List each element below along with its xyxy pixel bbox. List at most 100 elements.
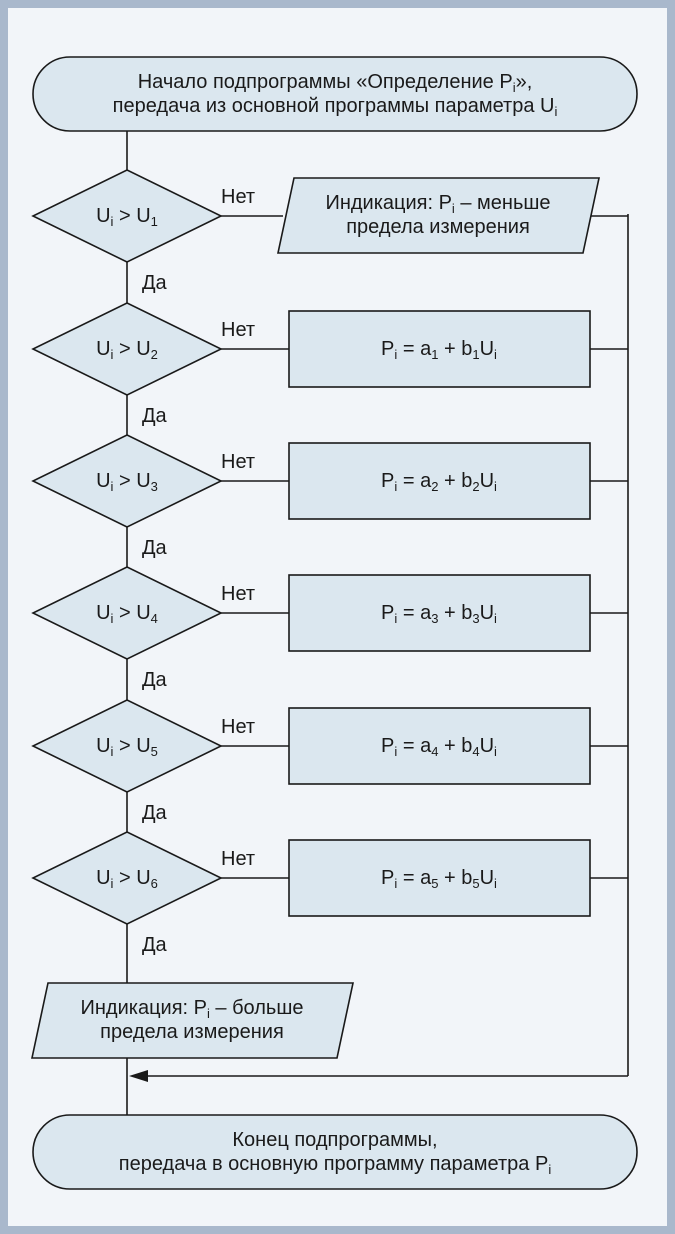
decision-rhs-sub: 2 bbox=[150, 347, 158, 362]
formula-u-sub: i bbox=[494, 347, 497, 362]
no-label: Нет bbox=[221, 715, 255, 739]
decision-rhs-sub: 5 bbox=[150, 744, 158, 759]
formula-a-sub: 1 bbox=[431, 347, 439, 362]
indication-low-line-2: предела измерения bbox=[325, 215, 550, 239]
decision-rhs-sub: 4 bbox=[150, 611, 158, 626]
formula-u: U bbox=[479, 470, 495, 492]
start-terminal-text: Начало подпрограммы «Определение Pi»,пер… bbox=[113, 70, 558, 118]
indication-low-parallelogram bbox=[277, 177, 600, 254]
decision-lhs: U bbox=[96, 735, 111, 757]
indication-text: – больше bbox=[209, 997, 304, 1019]
indication-sub: i bbox=[206, 1006, 210, 1021]
formula-u-sub: i bbox=[494, 876, 497, 891]
formula-u-sub: i bbox=[494, 611, 497, 626]
start-terminal bbox=[32, 56, 638, 132]
formula-a-sub: 5 bbox=[431, 876, 439, 891]
formula-u: U bbox=[479, 867, 495, 889]
formula-eq: = a bbox=[397, 735, 432, 757]
formula-p-sub: i bbox=[394, 876, 398, 891]
end-line-2: передача в основную программу параметра … bbox=[119, 1152, 551, 1176]
decision-lhs-sub: i bbox=[110, 214, 114, 229]
formula-text: Pi = a5 + b5Ui bbox=[381, 866, 497, 890]
decision-lhs-sub: i bbox=[110, 611, 114, 626]
formula-p-sub: i bbox=[394, 744, 398, 759]
indication-text: предела измерения bbox=[100, 1021, 284, 1043]
no-text: Нет bbox=[221, 186, 256, 208]
formula-b-sub: 1 bbox=[472, 347, 480, 362]
end-text: Конец подпрограммы, bbox=[232, 1129, 438, 1151]
decision-text: Ui > U4 bbox=[96, 601, 158, 625]
formula-u: U bbox=[479, 602, 495, 624]
decision-lhs-sub: i bbox=[110, 876, 114, 891]
decision-lhs-sub: i bbox=[110, 479, 114, 494]
start-text: передача из основной программы параметра… bbox=[112, 95, 555, 117]
formula-box bbox=[288, 839, 591, 917]
decision-op: > bbox=[113, 338, 137, 360]
decision-rhs: U bbox=[136, 735, 151, 757]
no-label: Нет bbox=[221, 582, 255, 606]
formula-a-sub: 4 bbox=[431, 744, 439, 759]
formula-box bbox=[288, 442, 591, 520]
formula-u-sub: i bbox=[494, 479, 497, 494]
formula-p: P bbox=[381, 338, 395, 360]
formula-p: P bbox=[381, 602, 395, 624]
formula-eq: = a bbox=[397, 338, 432, 360]
end-terminal-text: Конец подпрограммы,передача в основную п… bbox=[119, 1128, 551, 1176]
formula-b-sub: 5 bbox=[472, 876, 480, 891]
indication-high-line-1: Индикация: Pi – больше bbox=[80, 996, 303, 1020]
decision-text: Ui > U3 bbox=[96, 469, 158, 493]
formula-eq: = a bbox=[397, 470, 432, 492]
decision-lhs-sub: i bbox=[110, 744, 114, 759]
formula-plus: + b bbox=[438, 735, 473, 757]
yes-label: Да bbox=[142, 801, 167, 825]
decision-op: > bbox=[113, 470, 137, 492]
decision-rhs: U bbox=[136, 867, 151, 889]
decision-rhs-sub: 1 bbox=[150, 214, 158, 229]
yes-label: Да bbox=[142, 404, 167, 428]
formula-p: P bbox=[381, 867, 395, 889]
no-text: Нет bbox=[221, 319, 256, 341]
yes-label: Да bbox=[142, 271, 167, 295]
decision-rhs-sub: 3 bbox=[150, 479, 158, 494]
decision-rhs: U bbox=[136, 602, 151, 624]
formula-u: U bbox=[479, 735, 495, 757]
no-label: Нет bbox=[221, 185, 255, 209]
formula-plus: + b bbox=[438, 602, 473, 624]
yes-text: Да bbox=[142, 272, 167, 294]
yes-text: Да bbox=[142, 802, 167, 824]
indication-low-line-1: Индикация: Pi – меньше bbox=[325, 191, 550, 215]
formula-plus: + b bbox=[438, 338, 473, 360]
return-arrowhead bbox=[129, 1070, 148, 1082]
formula-plus: + b bbox=[438, 867, 473, 889]
formula-plus: + b bbox=[438, 470, 473, 492]
end-terminal bbox=[32, 1114, 638, 1190]
formula-a-sub: 2 bbox=[431, 479, 439, 494]
start-text: », bbox=[515, 71, 533, 93]
no-text: Нет bbox=[221, 583, 256, 605]
indication-text: Индикация: P bbox=[80, 997, 207, 1019]
formula-p-sub: i bbox=[394, 347, 398, 362]
indication-high-line-2: предела измерения bbox=[80, 1020, 303, 1044]
formula-b-sub: 4 bbox=[472, 744, 480, 759]
decision-rhs: U bbox=[136, 205, 151, 227]
decision-lhs: U bbox=[96, 338, 111, 360]
no-label: Нет bbox=[221, 318, 255, 342]
formula-p: P bbox=[381, 470, 395, 492]
decision-rhs-sub: 6 bbox=[150, 876, 158, 891]
yes-text: Да bbox=[142, 537, 167, 559]
end-text: передача в основную программу параметра … bbox=[118, 1153, 549, 1175]
decision-op: > bbox=[113, 602, 137, 624]
yes-text: Да bbox=[142, 669, 167, 691]
start-line-1: Начало подпрограммы «Определение Pi», bbox=[113, 70, 558, 94]
no-label: Нет bbox=[221, 450, 255, 474]
decision-op: > bbox=[113, 867, 137, 889]
yes-text: Да bbox=[142, 405, 167, 427]
formula-eq: = a bbox=[397, 602, 432, 624]
decision-text: Ui > U2 bbox=[96, 337, 158, 361]
formula-text: Pi = a1 + b1Ui bbox=[381, 337, 497, 361]
decision-text: Ui > U6 bbox=[96, 866, 158, 890]
no-text: Нет bbox=[221, 848, 256, 870]
